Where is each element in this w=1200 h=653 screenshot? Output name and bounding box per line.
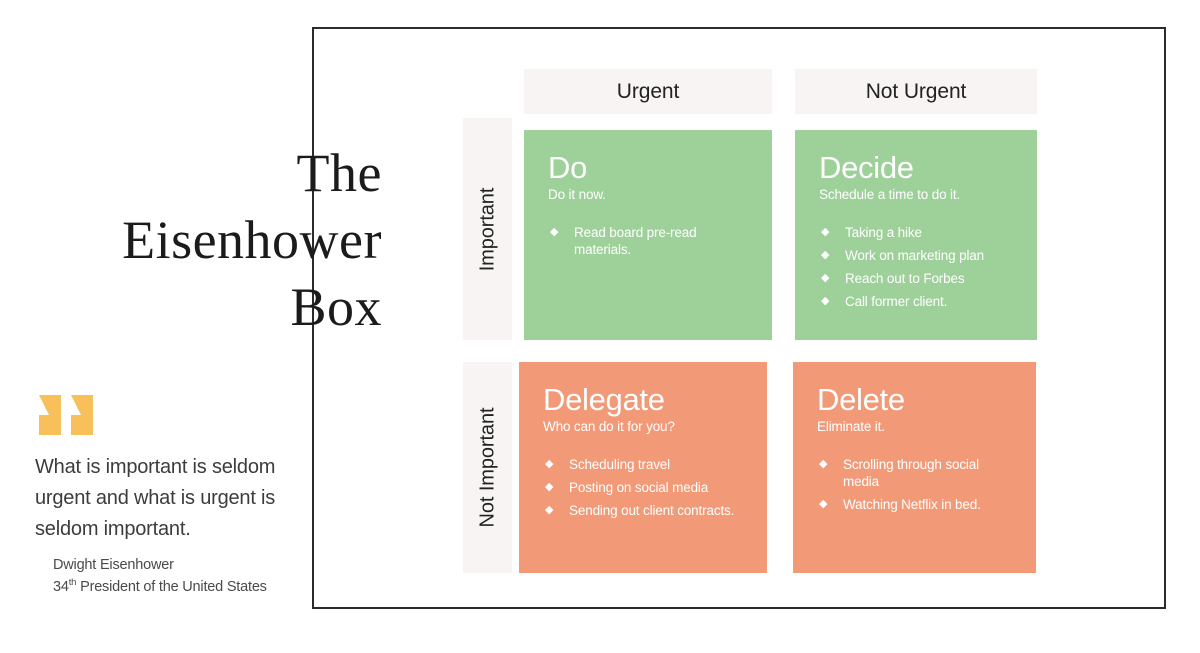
quote-text: What is important is seldom urgent and w… — [35, 456, 276, 540]
quadrant-do-heading: Do — [548, 150, 588, 185]
quadrant-decide[interactable]: Decide Schedule a time to do it. ◆ Taking… — [795, 130, 1037, 340]
list-item-text: Taking a hike — [845, 224, 922, 240]
quadrant-delegate-heading: Delegate — [543, 382, 665, 417]
column-header-urgent: Urgent — [524, 69, 772, 114]
list-item: ◆ Posting on social media — [543, 479, 747, 496]
quote-author: Dwight Eisenhower — [53, 557, 174, 573]
list-item-text: Watching Netflix in bed. — [843, 496, 981, 512]
list-item: ◆ Reach out to Forbes — [819, 270, 1017, 287]
diamond-bullet-icon: ◆ — [545, 480, 554, 493]
diamond-bullet-icon: ◆ — [545, 457, 554, 470]
quote-role-rest: President of the United States — [76, 578, 267, 595]
quotation-mark-icon — [39, 395, 93, 435]
list-item-text: Posting on social media — [569, 479, 709, 495]
list-item-text: Read board pre-read materials. — [574, 224, 697, 257]
list-item: ◆ Work on marketing plan — [819, 247, 1017, 264]
diamond-bullet-icon: ◆ — [821, 271, 830, 284]
quadrant-do-list: ◆ Read board pre-read materials. — [548, 224, 752, 258]
diamond-bullet-icon: ◆ — [550, 225, 559, 238]
list-item: ◆ Scrolling through social media — [817, 456, 1016, 490]
quadrant-delegate-list: ◆ Scheduling travel ◆ Posting on social me… — [543, 456, 747, 519]
page-title: The Eisenhower Box — [20, 140, 382, 341]
row-header-important-label: Important — [476, 187, 498, 271]
list-item: ◆ Taking a hike — [819, 224, 1017, 241]
quadrant-delete-subtitle: Eliminate it. — [817, 419, 885, 434]
quote-role-number: 34 — [53, 578, 69, 595]
quote-role: 34th President of the United States — [53, 576, 325, 597]
column-header-urgent-label: Urgent — [616, 79, 680, 103]
page-title-line-2: Eisenhower — [122, 209, 382, 270]
quadrant-do[interactable]: Do Do it now. ◆ Read board pre-read mater… — [524, 130, 772, 340]
quadrant-do-subtitle: Do it now. — [548, 187, 606, 202]
list-item-text: Scheduling travel — [569, 456, 671, 472]
quote-block: What is important is seldom urgent and w… — [35, 392, 325, 597]
list-item: ◆ Read board pre-read materials. — [548, 224, 752, 258]
quadrant-delegate-subtitle: Who can do it for you? — [543, 419, 675, 434]
list-item-text: Call former client. — [845, 293, 948, 309]
list-item-text: Work on marketing plan — [845, 247, 985, 263]
quote-role-ordinal: th — [68, 576, 77, 588]
quadrant-delete-heading: Delete — [817, 382, 905, 417]
list-item: ◆ Sending out client contracts. — [543, 502, 747, 519]
quadrant-decide-list: ◆ Taking a hike ◆ Work on marketing plan ◆… — [819, 224, 1017, 310]
quadrant-delete[interactable]: Delete Eliminate it. ◆ Scrolling through … — [793, 362, 1036, 573]
quote-attribution: Dwight Eisenhower 34th President of the … — [35, 555, 325, 597]
quadrant-delete-list: ◆ Scrolling through social media ◆ Watchin… — [817, 456, 1016, 513]
diamond-bullet-icon: ◆ — [821, 294, 830, 307]
row-header-important: Important — [463, 118, 512, 340]
row-header-not-important: Not Important — [463, 362, 512, 573]
diamond-bullet-icon: ◆ — [545, 503, 554, 516]
diamond-bullet-icon: ◆ — [821, 248, 830, 261]
diamond-bullet-icon: ◆ — [819, 457, 828, 470]
list-item: ◆ Call former client. — [819, 293, 1017, 310]
column-header-not-urgent: Not Urgent — [795, 69, 1037, 114]
list-item: ◆ Watching Netflix in bed. — [817, 496, 1016, 513]
quadrant-delegate[interactable]: Delegate Who can do it for you? ◆ Schedul… — [519, 362, 767, 573]
page-title-line-3: Box — [290, 276, 382, 337]
diamond-bullet-icon: ◆ — [819, 497, 828, 510]
list-item-text: Scrolling through social media — [843, 456, 979, 489]
diamond-bullet-icon: ◆ — [821, 225, 830, 238]
page-title-line-1: The — [296, 143, 382, 203]
row-header-not-important-label: Not Important — [476, 407, 498, 528]
list-item-text: Reach out to Forbes — [845, 270, 965, 286]
column-header-not-urgent-label: Not Urgent — [865, 79, 967, 103]
list-item-text: Sending out client contracts. — [569, 502, 735, 518]
quadrant-decide-heading: Decide — [819, 150, 914, 185]
list-item: ◆ Scheduling travel — [543, 456, 747, 473]
content-frame-border — [312, 27, 1166, 609]
quadrant-decide-subtitle: Schedule a time to do it. — [819, 187, 961, 202]
